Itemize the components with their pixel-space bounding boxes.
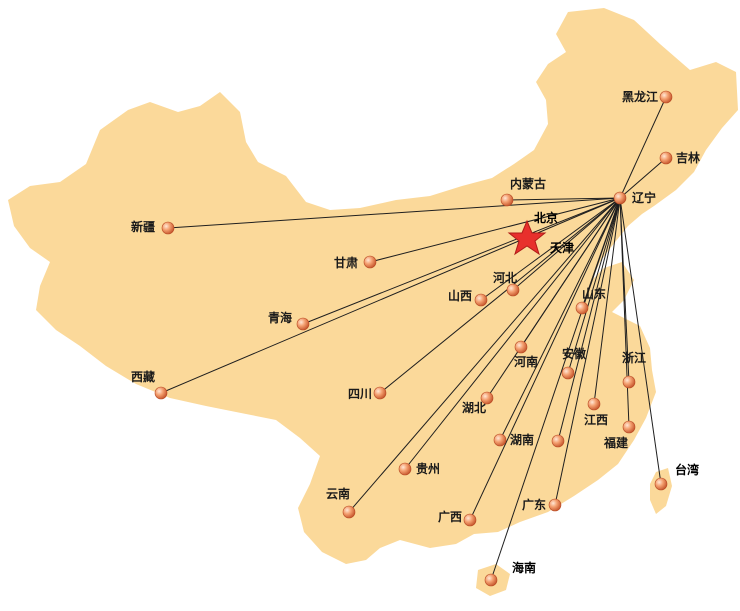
marker-dot-fujian[interactable] [622,420,636,434]
marker-dot-jiangxi[interactable] [587,397,601,411]
marker-dot-hunan[interactable] [493,433,507,447]
route-line-taiwan [619,197,662,485]
route-line-extra-0 [557,197,621,442]
route-line-jiangxi [593,197,621,405]
marker-dot-yunnan[interactable] [342,505,356,519]
marker-dot-heilongjiang[interactable] [659,90,673,104]
route-line-yunnan [348,197,621,513]
marker-dot-guizhou[interactable] [398,462,412,476]
marker-dot-gansu[interactable] [363,255,377,269]
province-label-yunnan: 云南 [326,486,350,501]
province-label-shanxi: 山西 [448,288,472,303]
province-label-zhejiang: 浙江 [622,350,646,365]
route-line-xizang [160,197,621,394]
marker-dot-henan[interactable] [514,340,528,354]
province-label-hunan: 湖南 [510,432,534,447]
route-line-guangdong [554,197,621,506]
marker-dot-extra-0[interactable] [551,434,565,448]
province-label-henan: 河南 [513,354,538,369]
province-label-anhui: 安徽 [562,346,587,361]
province-label-guizhou: 贵州 [416,461,440,476]
marker-dot-hubei[interactable] [480,391,494,405]
hub-label: 辽宁 [632,190,656,205]
marker-dot-anhui[interactable] [561,366,575,380]
province-label-jilin: 吉林 [676,150,700,165]
route-line-qinghai [302,197,621,325]
province-label-qinghai: 青海 [268,310,292,325]
mainland-china-shape [8,8,738,564]
province-label-guangxi: 广西 [438,509,462,524]
marker-dot-neimenggu[interactable] [500,193,514,207]
capital-star-icon [507,219,547,256]
taiwan-island-shape [650,468,672,514]
route-line-hainan [490,197,621,581]
marker-dot-xizang[interactable] [154,386,168,400]
marker-dot-guangxi[interactable] [463,513,477,527]
route-line-heilongjiang [619,96,667,199]
province-label-hebei: 河北 [492,270,517,285]
route-line-hunan [499,197,621,441]
province-label-heilongjiang: 黑龙江 [622,89,658,104]
marker-dot-shanxi[interactable] [474,293,488,307]
route-line-guangxi [469,197,621,521]
marker-dot-zhejiang[interactable] [622,375,636,389]
marker-dot-sichuan[interactable] [373,386,387,400]
route-line-jilin [619,157,667,199]
marker-dot-taiwan[interactable] [654,477,668,491]
marker-dot-xinjiang[interactable] [161,221,175,235]
province-label-guangdong: 广东 [522,497,546,512]
province-label-shandong: 山东 [582,286,606,301]
route-line-anhui [567,197,621,374]
province-label-taiwan: 台湾 [675,462,699,477]
marker-dot-hainan[interactable] [484,573,498,587]
route-line-shanxi [480,197,621,301]
tianjin-label: 天津 [550,240,574,255]
route-line-neimenggu [506,197,621,201]
beijing-label: 北京 [534,210,558,225]
province-label-xizang: 西藏 [131,369,155,384]
route-line-gansu [369,197,621,263]
province-label-sichuan: 四川 [348,387,372,401]
route-line-xinjiang [167,197,621,229]
route-line-hubei [486,197,621,399]
province-markers [154,90,673,587]
marker-dot-hebei[interactable] [506,283,520,297]
province-label-xinjiang: 新疆 [131,219,155,234]
province-label-hainan: 海南 [512,560,536,575]
province-label-neimenggu: 内蒙古 [510,176,546,191]
route-line-sichuan [379,197,621,394]
marker-dot-jilin[interactable] [659,151,673,165]
route-lines [160,96,667,581]
route-line-fujian [619,197,630,428]
marker-dot-guangdong[interactable] [548,498,562,512]
province-label-jiangxi: 江西 [584,412,608,427]
route-line-hebei [512,197,621,291]
marker-dot-shandong[interactable] [575,301,589,315]
province-label-gansu: 甘肃 [334,255,358,270]
province-label-hubei: 湖北 [462,400,486,415]
province-label-fujian: 福建 [603,435,629,450]
marker-dot-qinghai[interactable] [296,317,310,331]
marker-dot-hub[interactable] [613,191,627,205]
route-line-guizhou [404,197,621,470]
